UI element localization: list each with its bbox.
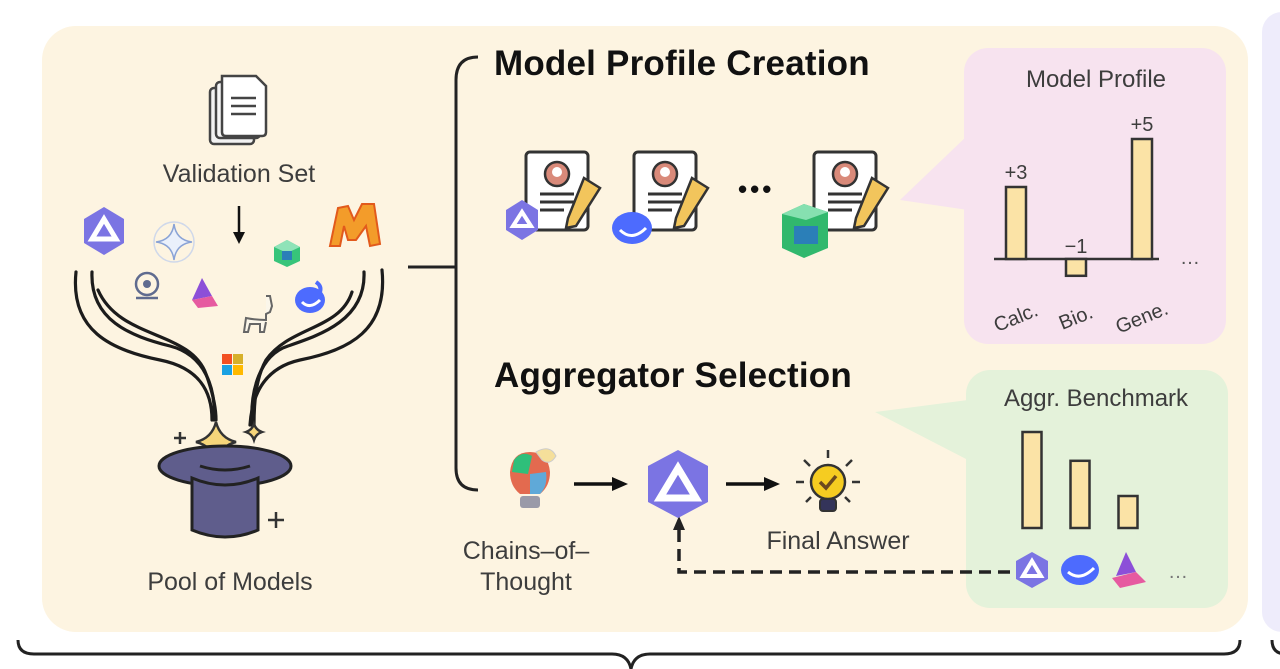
model-profile-creation-title: Model Profile Creation — [494, 44, 870, 83]
feedback-arrowhead — [673, 516, 685, 530]
arrow-aggregator-to-answer — [726, 477, 780, 491]
sparkle-small-left-icon — [174, 432, 186, 444]
profile-document-icon — [524, 150, 590, 232]
mixtral-icon — [1112, 552, 1146, 588]
gemini-star-icon — [153, 221, 195, 263]
qwen-logo-icon — [84, 207, 124, 255]
final-answer-lightbulb-icon — [796, 450, 860, 512]
mistral-m-icon — [328, 203, 382, 248]
profiles-ellipsis: ••• — [738, 174, 775, 204]
pencil-icon — [852, 176, 890, 230]
final-answer-label: Final Answer — [766, 527, 910, 555]
benchmark-bar-deepseek — [1069, 459, 1091, 530]
branch-bracket — [454, 55, 479, 492]
sparkle-small-right-icon — [268, 512, 284, 528]
llama-logo-icon — [242, 295, 274, 333]
profile-data-label: −1 — [1065, 236, 1088, 258]
profile-bar-calc — [1004, 185, 1028, 261]
microsoft-logo-icon — [222, 354, 243, 375]
deepseek-whale-icon — [295, 280, 325, 313]
model-profile-title: Model Profile — [1025, 66, 1167, 93]
robot-logo-icon — [134, 271, 160, 300]
dashed-feedback-line — [677, 528, 1010, 574]
profile-more-ellipsis: … — [1180, 247, 1200, 269]
mixtral-logo-icon — [192, 278, 218, 308]
profile-card-qwen — [506, 150, 602, 240]
profile-category-label: Gene. — [1113, 298, 1172, 339]
pool-of-models-label: Pool of Models — [147, 568, 313, 596]
arrow-cot-to-aggregator — [574, 477, 628, 491]
pencil-icon — [564, 176, 602, 230]
profile-bar-gene — [1130, 137, 1154, 261]
chains-of-thought-label-line2: Thought — [480, 568, 572, 596]
stream-right-2 — [250, 270, 366, 427]
bottom-curly-brace — [16, 639, 1242, 669]
stream-left-3 — [96, 288, 218, 422]
cube-logo-icon — [274, 240, 300, 267]
profile-bar-bio — [1064, 257, 1088, 278]
profile-card-deepseek — [612, 150, 710, 244]
benchmark-more-ellipsis: … — [1168, 561, 1188, 583]
profile-data-label: +5 — [1131, 114, 1154, 136]
chains-of-thought-icon — [510, 448, 557, 508]
deepseek-badge-icon — [612, 212, 652, 244]
aggr-benchmark-title: Aggr. Benchmark — [1003, 385, 1189, 412]
aggr-benchmark-chart: … — [1016, 430, 1188, 588]
aggregator-qwen-icon — [648, 450, 708, 518]
pencil-icon — [672, 176, 710, 230]
deepseek-icon — [1061, 555, 1099, 585]
validation-set-label: Validation Set — [162, 160, 316, 188]
next-stage-panel — [1262, 12, 1280, 632]
small-star-icon — [242, 420, 266, 444]
stream-left-1 — [73, 270, 214, 422]
validation-down-arrow — [233, 206, 245, 244]
stream-right-3 — [252, 290, 354, 427]
profile-category-label: Bio. — [1056, 301, 1096, 334]
aggregator-selection-title: Aggregator Selection — [494, 356, 852, 395]
next-brace-start — [1270, 639, 1280, 655]
benchmark-bar-qwen — [1021, 430, 1043, 530]
benchmark-callout-wedge — [875, 400, 968, 460]
qwen-icon — [1016, 552, 1048, 588]
cube-badge-icon — [782, 204, 828, 258]
chains-of-thought-label-line1: Chains–of– — [462, 537, 590, 565]
profile-card-cube — [782, 150, 890, 258]
profile-callout-wedge — [900, 135, 968, 210]
document-stack-icon — [208, 74, 268, 146]
qwen-badge-icon — [506, 200, 538, 240]
benchmark-bar-mixtral — [1117, 494, 1139, 530]
magic-hat-icon — [157, 420, 293, 539]
profile-category-label: Calc. — [991, 299, 1042, 336]
profile-data-label: +3 — [1005, 162, 1028, 184]
